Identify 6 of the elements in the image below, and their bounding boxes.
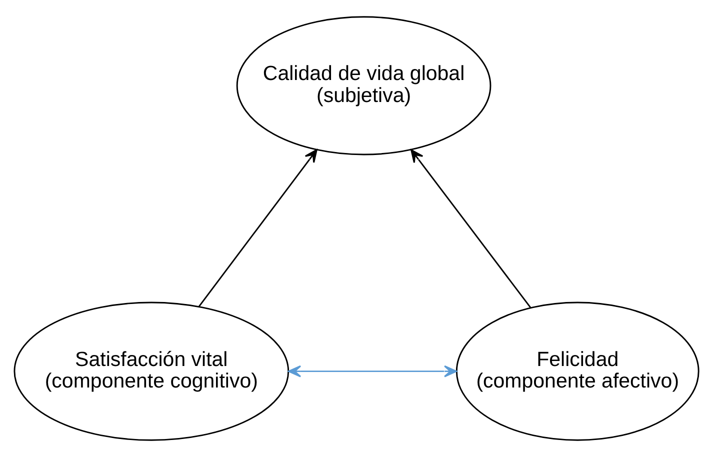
node-ellipse: Satisfacción vital (componente cognitivo): [14, 302, 290, 441]
node-ellipse: Felicidad (componente afectivo): [456, 302, 700, 441]
arrow: [410, 149, 532, 308]
arrow: [198, 149, 318, 307]
arrow: [288, 365, 458, 378]
node-ellipse: Calidad de vida global (subjetiva): [236, 16, 492, 156]
